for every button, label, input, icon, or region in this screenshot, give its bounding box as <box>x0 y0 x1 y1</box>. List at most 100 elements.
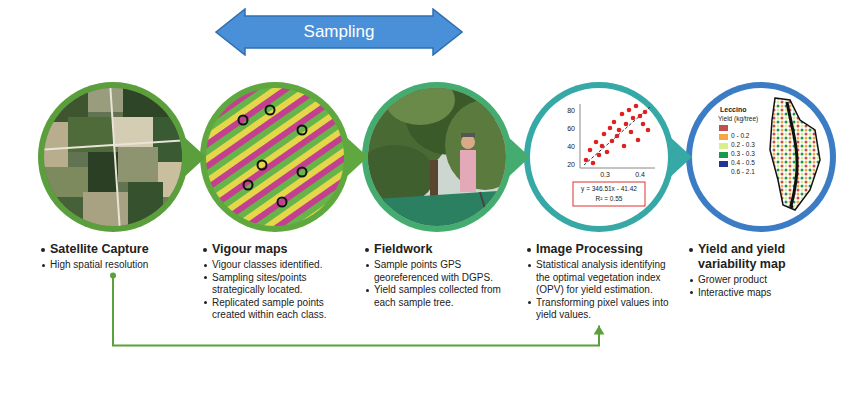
bullet-text: Transforming pixel values into yield val… <box>536 297 674 322</box>
illustration-part <box>38 167 88 197</box>
illustration-part <box>634 104 639 109</box>
illustration-part <box>38 82 188 232</box>
bullet-row: Sampling sites/points strategically loca… <box>202 272 350 297</box>
connector <box>344 135 368 179</box>
illustration-part <box>88 82 123 112</box>
legend-row: 0.3 - 0.3 <box>719 142 743 150</box>
bullet-dot <box>204 276 207 279</box>
illustration-part <box>591 161 596 166</box>
illustration-part <box>530 88 668 226</box>
heading-row: Yield and yield variability map <box>688 242 836 272</box>
legend-row: 0 - 0.2 <box>719 124 737 132</box>
legend-subtitle: Yield (kg/tree) <box>718 115 758 122</box>
arrow-label: Sampling <box>215 8 463 56</box>
illustration-part <box>128 182 163 232</box>
illustration-part <box>629 130 634 135</box>
illustration-part <box>617 128 622 133</box>
illustration-part <box>643 110 648 115</box>
regression-equation: y = 346.51x - 41.42 <box>573 185 645 192</box>
connector <box>110 273 604 346</box>
illustration-part <box>770 98 820 210</box>
illustration-part <box>362 190 512 232</box>
illustration-part <box>600 144 605 149</box>
bullet-dot <box>528 264 531 267</box>
illustration-part <box>612 120 617 125</box>
legend-swatch <box>719 134 728 140</box>
heading-row: Fieldwork <box>364 242 512 257</box>
illustration-part <box>206 88 344 226</box>
double-arrow-outline <box>216 9 462 55</box>
illustration-part <box>597 153 602 158</box>
axis-tick: 40 <box>559 143 575 151</box>
illustration-part <box>258 161 267 170</box>
bullet-text: Sampling sites/points strategically loca… <box>212 272 350 297</box>
illustration-part <box>239 106 307 207</box>
bullet-row: High spatial resolution <box>40 259 188 272</box>
legend-row: 0.2 - 0.3 <box>719 133 743 141</box>
satellite-image <box>38 82 188 232</box>
stage-column: Satellite CaptureHigh spatial resolution <box>38 82 188 272</box>
illustration-part <box>298 126 307 135</box>
illustration-part <box>646 128 651 133</box>
bullet-dot <box>41 248 45 252</box>
legend-swatch <box>719 143 728 149</box>
illustration-part <box>615 134 620 139</box>
legend-title: Leccino <box>720 106 746 114</box>
illustration-part <box>244 181 253 190</box>
illustration-part <box>38 82 188 232</box>
axis-tick: 20 <box>559 161 575 169</box>
legend-text: 0.6 - 2.1 <box>731 168 755 175</box>
yield-map <box>686 82 836 232</box>
legend-swatch <box>719 152 728 158</box>
legend-text: 0 - 0.2 <box>731 132 749 139</box>
illustration-part <box>631 116 636 121</box>
illustration-part <box>636 138 641 143</box>
illustration-part <box>118 147 158 182</box>
axis-tick: 0.3 <box>595 171 615 179</box>
stage-heading: Image Processing <box>536 242 674 257</box>
illustration-part <box>573 182 645 206</box>
bullet-text: Grower product <box>698 274 836 287</box>
illustration-part <box>620 112 625 117</box>
bullet-row: Replicated sample points created within … <box>202 297 350 322</box>
illustration-part <box>278 198 287 207</box>
illustration-part <box>163 197 188 232</box>
illustration-part <box>787 102 797 208</box>
illustration-part <box>588 148 593 153</box>
illustration-part <box>430 160 438 200</box>
bullet-dot <box>689 248 693 252</box>
axis-tick: 80 <box>559 107 575 115</box>
fieldwork-photo <box>350 75 525 232</box>
bullet-dot <box>690 279 693 282</box>
bullet-text: Interactive maps <box>698 287 836 300</box>
illustration-part <box>298 168 307 177</box>
bullet-text: High spatial resolution <box>50 259 188 272</box>
illustration-part <box>622 144 627 149</box>
illustration-part <box>38 82 188 232</box>
stage-heading: Satellite Capture <box>50 242 188 257</box>
legend-row: 0.4 - 0.5 <box>719 151 743 159</box>
illustration-part <box>38 82 188 232</box>
illustration-part <box>584 104 651 166</box>
bullet-dot <box>527 248 531 252</box>
stage-column: Yield and yield variability mapGrower pr… <box>686 82 836 299</box>
illustration-part <box>239 116 248 125</box>
route-start-dot <box>110 273 116 279</box>
legend-text: 0.4 - 0.5 <box>731 159 755 166</box>
illustration-part <box>602 132 607 137</box>
illustration-part <box>686 82 836 232</box>
bullet-text: Replicated sample points created within … <box>212 297 350 322</box>
chevron-head <box>668 135 692 179</box>
stage-column: FieldworkSample points GPS georeferenced… <box>362 82 512 309</box>
illustration-part <box>460 150 476 192</box>
stage-heading: Vigour maps <box>212 242 350 257</box>
illustration-part <box>38 82 88 122</box>
illustration-part <box>641 122 646 127</box>
illustration-part <box>580 104 655 168</box>
bullet-dot <box>366 264 369 267</box>
bullet-dot <box>528 301 531 304</box>
illustration-part <box>624 122 629 127</box>
r-squared: R² = 0.55 <box>573 195 645 202</box>
